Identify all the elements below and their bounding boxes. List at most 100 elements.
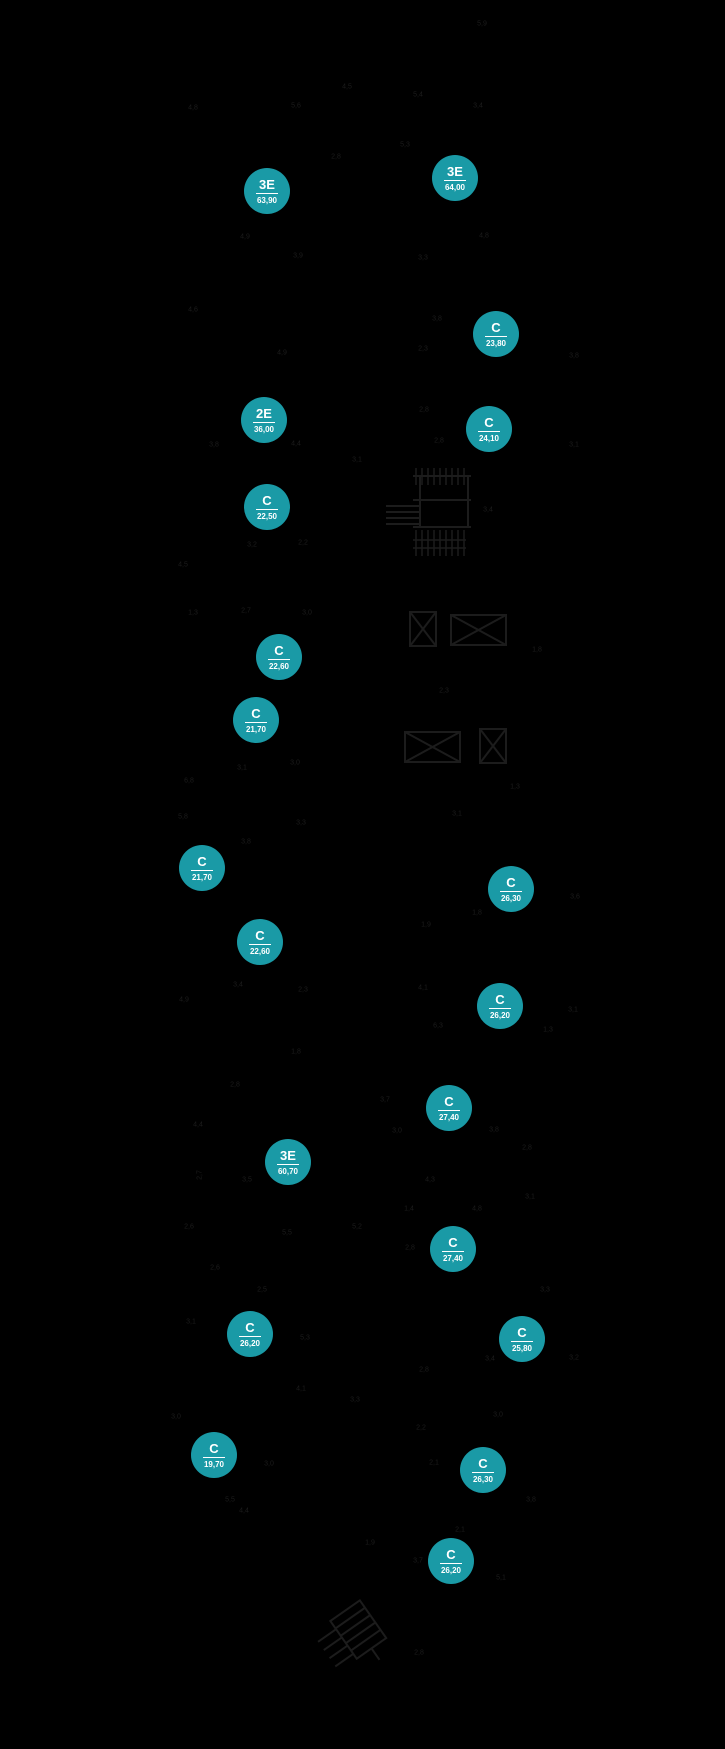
room-area-label: 26,20 xyxy=(489,1010,511,1020)
room-type-label: C xyxy=(506,874,516,890)
badge-divider xyxy=(249,943,271,945)
room-type-label: 2E xyxy=(256,405,272,421)
dimension-label: 5,6 xyxy=(291,102,301,110)
badge-divider xyxy=(438,1109,460,1111)
room-badge: C 23,80 xyxy=(473,311,519,357)
badge-divider xyxy=(277,1163,299,1165)
dimension-label: 1,9 xyxy=(365,1539,375,1547)
dimension-label: 2,8 xyxy=(419,1366,429,1374)
dimension-label: 3,0 xyxy=(302,609,312,617)
room-badge: C 19,70 xyxy=(191,1432,237,1478)
dimension-label: 2,8 xyxy=(419,406,429,414)
room-type-label: C xyxy=(255,927,265,943)
dimension-label: 1,3 xyxy=(543,1026,553,1034)
dimension-label: 4,5 xyxy=(342,83,352,91)
badge-divider xyxy=(253,421,275,423)
dimension-label: 5,3 xyxy=(400,141,410,149)
dimension-label: 2,6 xyxy=(184,1223,194,1231)
room-type-label: C xyxy=(262,492,272,508)
dimension-label: 3,1 xyxy=(186,1318,196,1326)
dimension-label: 2,1 xyxy=(455,1526,465,1534)
room-type-label: 3E xyxy=(259,176,275,192)
badge-divider xyxy=(489,1007,511,1009)
dimension-label: 3,4 xyxy=(233,981,243,989)
room-type-label: C xyxy=(478,1455,488,1471)
dimension-label: 3,1 xyxy=(568,1006,578,1014)
elevator-core-symbol xyxy=(386,468,471,556)
dimension-label: 4,8 xyxy=(479,232,489,240)
room-area-label: 26,20 xyxy=(440,1565,462,1575)
room-area-label: 22,60 xyxy=(249,946,271,956)
dimension-label: 4,4 xyxy=(239,1507,249,1515)
badge-divider xyxy=(256,508,278,510)
dimension-label: 3,2 xyxy=(569,1354,579,1362)
badge-divider xyxy=(268,658,290,660)
room-badge: C 25,80 xyxy=(499,1316,545,1362)
stair-symbol xyxy=(317,1598,388,1668)
dimension-label: 3,7 xyxy=(413,1557,423,1565)
dimension-label: 3,8 xyxy=(209,441,219,449)
dimension-label: 2,8 xyxy=(405,1244,415,1252)
dimension-label: 3,2 xyxy=(247,541,257,549)
dimension-label: 3,1 xyxy=(569,441,579,449)
room-badge: C 27,40 xyxy=(426,1085,472,1131)
dimension-label: 2,3 xyxy=(418,345,428,353)
room-type-label: C xyxy=(491,319,501,335)
dimension-label: 5,3 xyxy=(300,1334,310,1342)
room-area-label: 21,70 xyxy=(245,724,267,734)
dimension-label: 3,3 xyxy=(296,819,306,827)
badge-divider xyxy=(245,721,267,723)
badge-divider xyxy=(442,1250,464,1252)
room-badge: C 22,50 xyxy=(244,484,290,530)
dimension-label: 4,9 xyxy=(179,996,189,1004)
room-area-label: 22,60 xyxy=(268,661,290,671)
dimension-label: 4,1 xyxy=(418,984,428,992)
room-badge: C 22,60 xyxy=(237,919,283,965)
badge-divider xyxy=(485,335,507,337)
room-area-label: 25,80 xyxy=(511,1343,533,1353)
room-area-label: 24,10 xyxy=(478,433,500,443)
dimension-label: 2,1 xyxy=(429,1459,439,1467)
dimension-label: 3,7 xyxy=(380,1096,390,1104)
dimension-label: 3,8 xyxy=(432,315,442,323)
badge-divider xyxy=(440,1562,462,1564)
badge-divider xyxy=(239,1335,261,1337)
room-type-label: 3E xyxy=(280,1147,296,1163)
dimension-label: 5,9 xyxy=(477,20,487,28)
dimension-label: 3,0 xyxy=(290,759,300,767)
badge-divider xyxy=(444,179,466,181)
shaft-symbol xyxy=(409,611,507,647)
room-type-label: C xyxy=(444,1093,454,1109)
room-area-label: 26,30 xyxy=(500,893,522,903)
badge-divider xyxy=(256,192,278,194)
room-type-label: C xyxy=(209,1440,219,1456)
dimension-label: 1,8 xyxy=(291,1048,301,1056)
dimension-label: 4,8 xyxy=(188,104,198,112)
dimension-label: 1,8 xyxy=(472,909,482,917)
room-area-label: 21,70 xyxy=(191,872,213,882)
room-area-label: 26,30 xyxy=(472,1474,494,1484)
room-area-label: 19,70 xyxy=(203,1459,225,1469)
room-area-label: 27,40 xyxy=(438,1112,460,1122)
dimension-label: 1,9 xyxy=(421,921,431,929)
room-area-label: 23,80 xyxy=(485,338,507,348)
dimension-label: 3,3 xyxy=(540,1286,550,1294)
dimension-label: 3,0 xyxy=(171,1413,181,1421)
dimension-label: 3,1 xyxy=(452,810,462,818)
dimension-label: 2,6 xyxy=(210,1264,220,1272)
badge-divider xyxy=(500,890,522,892)
room-type-label: C xyxy=(517,1324,527,1340)
dimension-label: 5,8 xyxy=(178,813,188,821)
room-type-label: C xyxy=(245,1319,255,1335)
dimension-label: 2,7 xyxy=(241,607,251,615)
dimension-label: 3,9 xyxy=(293,252,303,260)
room-area-label: 22,50 xyxy=(256,511,278,521)
